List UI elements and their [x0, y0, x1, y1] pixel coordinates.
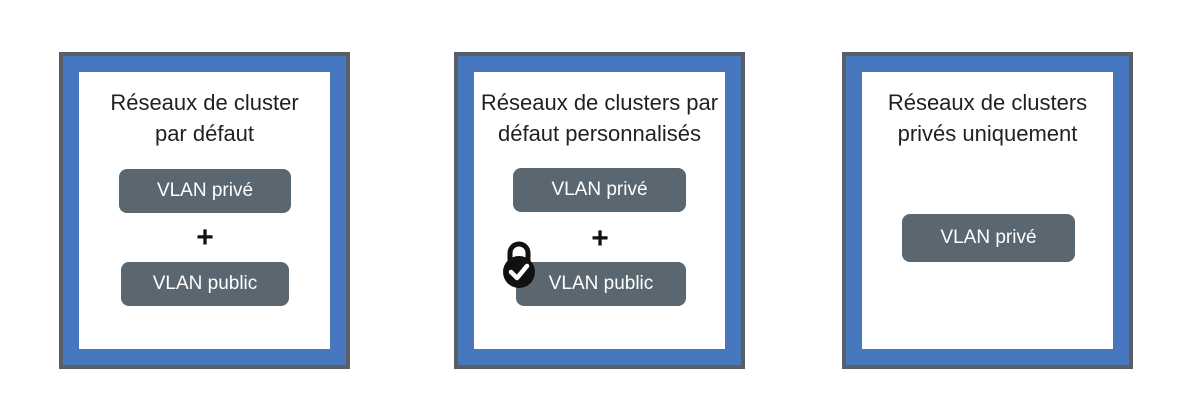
plus-sign: +: [591, 222, 609, 255]
public-vlan-pill: VLAN public: [121, 262, 289, 306]
panel-private-only-cluster-networks: Réseaux de clusters privés uniquement VL…: [842, 52, 1133, 369]
panel-custom-default-cluster-networks: Réseaux de clusters par défaut personnal…: [454, 52, 745, 369]
panel-content: Réseaux de cluster par défaut VLAN privé…: [79, 72, 330, 349]
panel-title-line2: privés uniquement: [897, 121, 1078, 146]
lock-check-icon: [503, 241, 535, 288]
panel-title-line1: Réseaux de cluster: [110, 90, 299, 115]
panel-title-line2: par défaut: [154, 121, 255, 146]
private-vlan-pill: VLAN privé: [513, 168, 686, 212]
public-vlan-pill: VLAN public: [516, 262, 686, 306]
plus-sign: +: [196, 221, 214, 254]
private-vlan-pill: VLAN privé: [119, 169, 291, 213]
panel-title-line2: défaut personnalisés: [497, 121, 702, 146]
panel-content: Réseaux de clusters privés uniquement VL…: [862, 72, 1113, 349]
panel-content: Réseaux de clusters par défaut personnal…: [474, 72, 725, 349]
panel-title-line1: Réseaux de clusters par: [480, 90, 719, 115]
panel-default-cluster-networks: Réseaux de cluster par défaut VLAN privé…: [59, 52, 350, 369]
panel-title: Réseaux de cluster par défaut: [79, 87, 330, 149]
panel-title: Réseaux de clusters privés uniquement: [862, 87, 1113, 149]
panel-title: Réseaux de clusters par défaut personnal…: [474, 87, 725, 149]
panel-title-line1: Réseaux de clusters: [887, 90, 1088, 115]
private-vlan-pill: VLAN privé: [902, 214, 1075, 262]
